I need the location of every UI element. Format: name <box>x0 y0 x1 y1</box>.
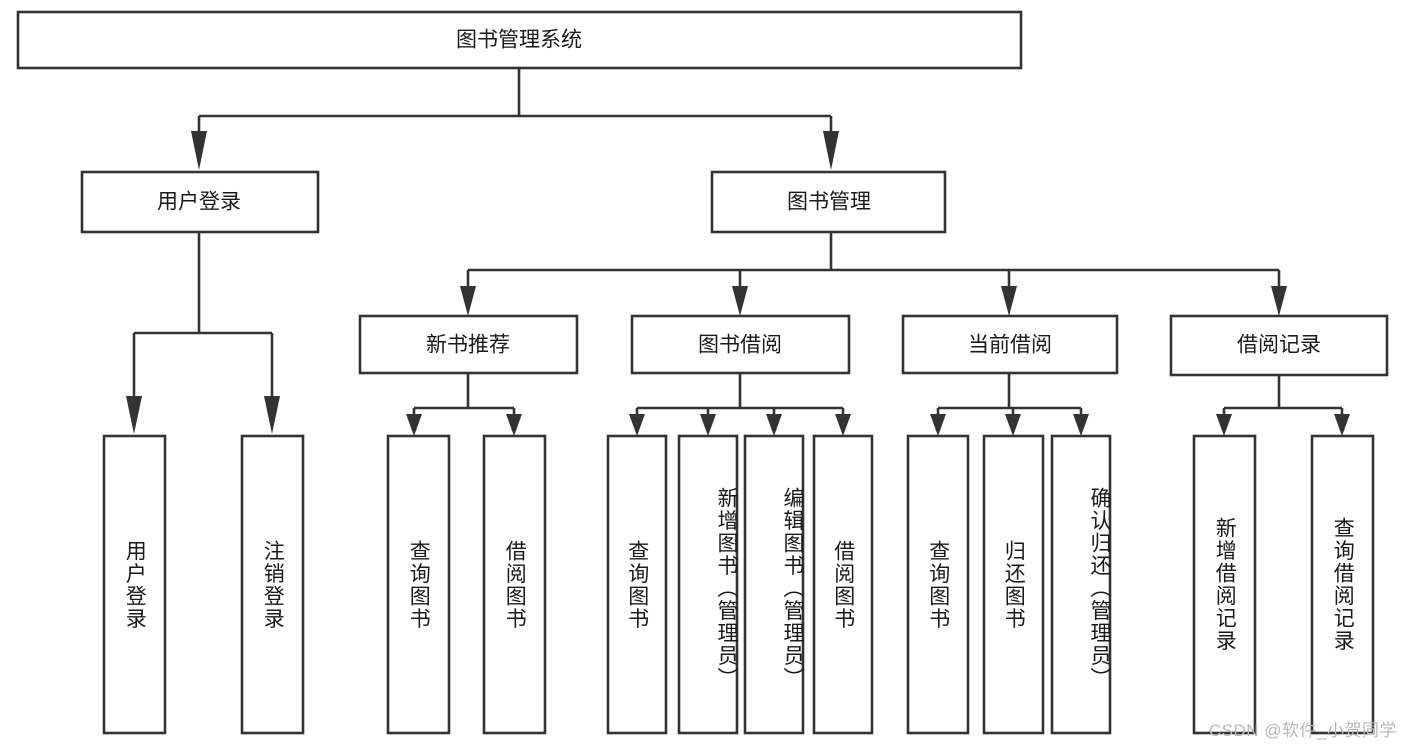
label-new-book-recommend: 新书推荐 <box>426 334 510 357</box>
arrowhead-q1 <box>406 414 422 436</box>
arrowhead-query-record <box>1334 414 1350 436</box>
node-box-root[interactable] <box>16 10 1023 70</box>
arrowhead-q3 <box>930 414 946 436</box>
node-box-leaf-confirm-return[interactable] <box>1050 434 1112 735</box>
arrowhead-edit-book <box>766 414 782 436</box>
node-box-leaf-borrow-book-1[interactable] <box>482 434 547 735</box>
label-book-manage: 图书管理 <box>787 191 871 214</box>
label-borrow-record: 借阅记录 <box>1237 334 1321 357</box>
node-box-borrow-record[interactable] <box>1169 314 1389 377</box>
arrowhead-leaf-user-logout <box>264 396 280 434</box>
node-box-leaf-query-record[interactable] <box>1310 434 1375 735</box>
label-current-borrow: 当前借阅 <box>968 334 1052 357</box>
arrowhead-book-borrow <box>732 286 748 316</box>
node-box-user-login[interactable] <box>80 170 320 234</box>
arrowhead-confirm-return <box>1073 414 1089 436</box>
node-box-leaf-user-logout[interactable] <box>240 434 305 735</box>
node-box-book-manage[interactable] <box>710 170 947 234</box>
node-box-leaf-return-book[interactable] <box>982 434 1045 735</box>
node-box-leaf-borrow-book-2[interactable] <box>812 434 874 735</box>
node-box-leaf-user-login[interactable] <box>102 434 167 735</box>
arrowhead-current-borrow <box>1001 286 1017 316</box>
arrowhead-q2 <box>629 414 645 436</box>
node-box-leaf-add-book[interactable] <box>677 434 739 735</box>
node-box-leaf-edit-book[interactable] <box>743 434 805 735</box>
arrowhead-b1 <box>506 414 522 436</box>
arrowhead-add-record <box>1216 414 1232 436</box>
label-root: 图书管理系统 <box>456 29 582 52</box>
arrowhead-user-login <box>191 131 207 170</box>
node-box-book-borrow[interactable] <box>630 314 851 375</box>
arrowhead-b2 <box>835 414 851 436</box>
node-box-leaf-query-book-2[interactable] <box>606 434 668 735</box>
arrowhead-add-book <box>700 414 716 436</box>
arrowhead-borrow-record <box>1271 286 1287 316</box>
node-box-new-book-recommend[interactable] <box>358 314 579 375</box>
arrowhead-leaf-user-login <box>126 396 142 434</box>
label-user-login: 用户登录 <box>157 191 241 214</box>
connector-group <box>126 68 1350 436</box>
label-book-borrow: 图书借阅 <box>698 334 782 357</box>
node-box-leaf-query-book-1[interactable] <box>386 434 451 735</box>
node-box-leaf-query-book-3[interactable] <box>906 434 970 735</box>
arrowhead-book-manage <box>823 131 839 170</box>
node-label-group: 图书管理系统 用户登录 图书管理 新书推荐 图书借阅 当前借阅 借阅记录 <box>157 29 1321 357</box>
node-box-current-borrow[interactable] <box>901 314 1119 375</box>
arrowhead-new-book <box>460 286 476 316</box>
node-box-group <box>16 10 1389 735</box>
node-box-leaf-add-record[interactable] <box>1192 434 1257 735</box>
arrowhead-return-book <box>1005 414 1021 436</box>
